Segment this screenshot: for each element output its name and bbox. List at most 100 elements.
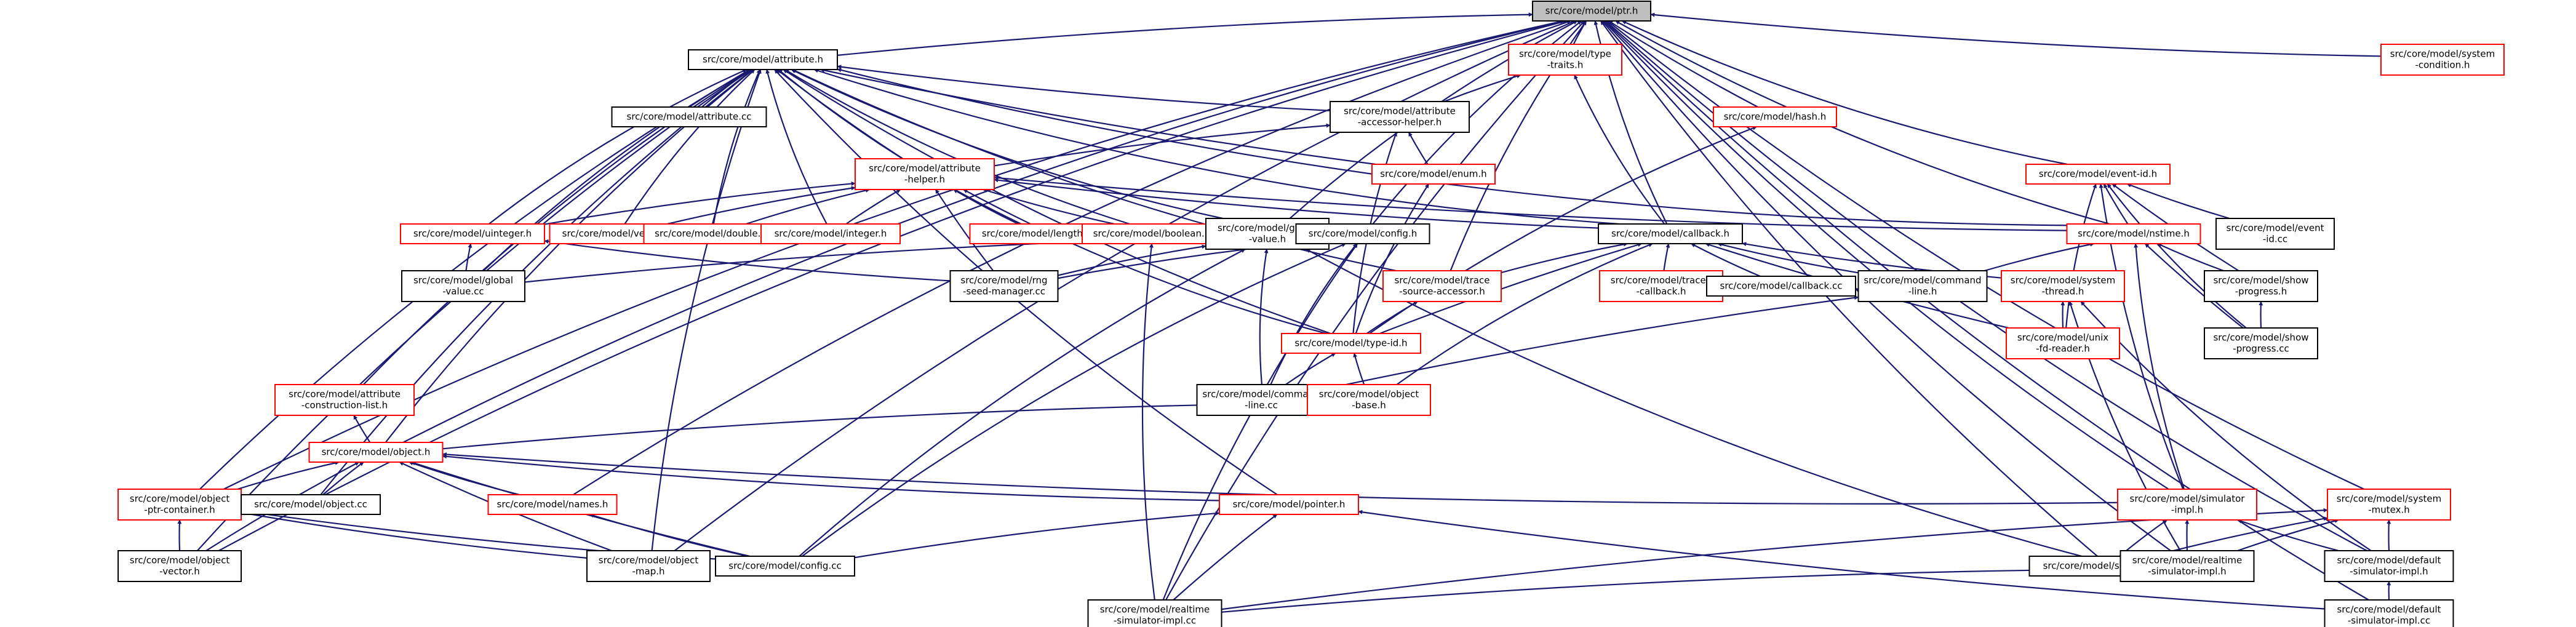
edge-def_sim_impl_h-to-sim_impl (2237, 519, 2339, 552)
node-obj_map[interactable]: src/core/model/object-map.h (586, 550, 711, 582)
edge-simulator_cc-to-ptr (1600, 20, 2098, 557)
node-pointer[interactable]: src/core/model/pointer.h (1219, 494, 1359, 515)
node-label: -thread.h (2042, 286, 2084, 297)
node-uinteger[interactable]: src/core/model/uinteger.h (400, 223, 545, 244)
node-object_h[interactable]: src/core/model/object.h (308, 442, 444, 463)
node-label: src/core/model/unix (2017, 332, 2108, 343)
edge-integer-to-attr_helper (845, 189, 901, 225)
node-cmd_line_h[interactable]: src/core/model/command-line.h (1857, 270, 1988, 302)
node-boolean[interactable]: src/core/model/boolean.h (1082, 223, 1222, 244)
node-def_sim_impl_cc[interactable]: src/core/model/default-simulator-impl.cc (2324, 599, 2454, 627)
node-ptr[interactable]: src/core/model/ptr.h (1532, 1, 1651, 22)
node-label: -simulator-impl.cc (2348, 615, 2430, 626)
node-double[interactable]: src/core/model/double.h (643, 223, 778, 244)
node-rt_sim_impl_cc[interactable]: src/core/model/realtime-simulator-impl.c… (1087, 599, 1222, 627)
node-enum[interactable]: src/core/model/enum.h (1371, 164, 1496, 185)
edge-object_base-to-callback_h (1396, 242, 1653, 385)
node-obj_ptr_cont[interactable]: src/core/model/object-ptr-container.h (118, 489, 242, 521)
node-def_sim_impl_h[interactable]: src/core/model/default-simulator-impl.h (2324, 550, 2454, 582)
edge-obj_ptr_cont-to-object_h (237, 460, 340, 490)
node-sys_cond[interactable]: src/core/model/system-condition.h (2380, 44, 2505, 76)
node-cmd_line_cc[interactable]: src/core/model/command-line.cc (1196, 384, 1326, 416)
edge-accessor_helper-to-type_traits (1443, 74, 1521, 103)
node-traced_cb[interactable]: src/core/model/traced-callback.h (1599, 270, 1723, 302)
node-type_id[interactable]: src/core/model/type-id.h (1281, 333, 1421, 354)
node-sys_thread[interactable]: src/core/model/system-thread.h (2001, 270, 2125, 302)
node-attr_constr[interactable]: src/core/model/attribute-construction-li… (274, 384, 415, 416)
edge-trace_src-to-attribute (792, 69, 1397, 272)
node-label: src/core/model/command (1202, 389, 1320, 400)
edge-boolean-to-attribute (784, 69, 1130, 225)
edge-rt_sim_impl_cc-to-pointer (1173, 514, 1278, 601)
node-box (2324, 599, 2454, 627)
node-config_h[interactable]: src/core/model/config.h (1295, 223, 1430, 244)
file-nodes: src/core/model/ptr.h src/core/model/attri… (118, 1, 2505, 627)
edge-event_id_cc-to-event_id (2126, 183, 2230, 220)
node-box (1371, 164, 1496, 185)
node-box (688, 49, 838, 70)
node-nstime[interactable]: src/core/model/nstime.h (2066, 223, 2201, 244)
node-object_cc[interactable]: src/core/model/object.cc (241, 494, 381, 515)
node-rt_sim_impl_h[interactable]: src/core/model/realtime-simulator-impl.h (2119, 550, 2255, 582)
node-label: -helper.h (904, 174, 945, 185)
edge-type_id-to-attr_helper (963, 189, 1326, 335)
edge-cmd_line_h-to-callback_h (1717, 242, 1859, 274)
node-rng_seed[interactable]: src/core/model/rng-seed-manager.cc (949, 270, 1059, 302)
node-integer[interactable]: src/core/model/integer.h (760, 223, 901, 244)
edge-traced_cb-to-callback_h (1663, 243, 1670, 271)
node-trace_src[interactable]: src/core/model/trace-source-accessor.h (1382, 270, 1502, 302)
node-sys_mutex[interactable]: src/core/model/system-mutex.h (2327, 489, 2451, 521)
node-accessor_helper[interactable]: src/core/model/attribute-accessor-helper… (1330, 101, 1470, 133)
node-box (969, 223, 1104, 244)
node-label: src/core/model/object (130, 493, 230, 505)
node-event_id[interactable]: src/core/model/event-id.h (2025, 164, 2171, 185)
node-show_prog_h[interactable]: src/core/model/show-progress.h (2204, 270, 2318, 302)
node-object_base[interactable]: src/core/model/object-base.h (1307, 384, 1431, 416)
edge-sys_cond-to-ptr (1650, 12, 2382, 57)
node-show_prog_cc[interactable]: src/core/model/show-progress.cc (2204, 327, 2318, 359)
edge-rt_sim_impl_h-to-sys_mutex (2237, 519, 2339, 552)
node-label: src/core/model/enum.h (1380, 169, 1486, 180)
node-label: src/core/model/attribute (1344, 106, 1456, 117)
edge-rt_sim_impl_cc-to-rt_sim_impl_h (1221, 567, 2121, 613)
node-label: src/core/model/names.h (497, 499, 608, 510)
node-global_value_cc[interactable]: src/core/model/global-value.cc (401, 270, 525, 302)
edge-type_id-to-callback_h (1379, 242, 1643, 335)
node-label: src/core/model/integer.h (775, 228, 887, 239)
edge-cmd_line_h-to-nstime (1984, 242, 2095, 272)
edge-attribute-to-ptr (837, 12, 1533, 56)
edge-def_sim_impl_cc-to-pointer (1358, 509, 2325, 610)
node-callback_cc[interactable]: src/core/model/callback.cc (1706, 276, 1856, 297)
node-type_traits[interactable]: src/core/model/type-traits.h (1508, 44, 1622, 76)
node-label: src/core/model/object.cc (254, 499, 367, 510)
edge-vector-to-attr_helper (667, 186, 856, 225)
node-attr_helper[interactable]: src/core/model/attribute-helper.h (855, 158, 995, 190)
node-label: src/core/model/callback.cc (1720, 281, 1843, 292)
node-attribute[interactable]: src/core/model/attribute.h (688, 49, 838, 70)
node-hash[interactable]: src/core/model/hash.h (1713, 106, 1837, 127)
node-event_id_cc[interactable]: src/core/model/event-id.cc (2215, 218, 2335, 250)
node-label: src/core/model/object (599, 555, 699, 566)
node-label: src/core/model/realtime (1100, 604, 1210, 615)
node-obj_vector[interactable]: src/core/model/object-vector.h (118, 550, 242, 582)
node-label: -value.h (1249, 234, 1286, 245)
edge-config_cc-to-config_h (802, 242, 1346, 557)
node-box (715, 556, 855, 577)
node-box (949, 270, 1059, 302)
edge-cmd_line_cc-to-type_id (1285, 353, 1336, 385)
node-config_cc[interactable]: src/core/model/config.cc (715, 556, 855, 577)
node-names[interactable]: src/core/model/names.h (487, 494, 618, 515)
edge-rng_seed-to-uinteger (544, 239, 951, 282)
node-label: -simulator-impl.h (2148, 566, 2226, 577)
node-length[interactable]: src/core/model/length.h (969, 223, 1104, 244)
node-sim_impl[interactable]: src/core/model/simulator-impl.h (2117, 489, 2257, 521)
node-callback_h[interactable]: src/core/model/callback.h (1598, 223, 1743, 244)
node-box (2006, 327, 2120, 359)
node-box (2001, 270, 2125, 302)
edge-cmd_line_cc-to-global_value_h (1259, 249, 1269, 385)
node-box (1713, 106, 1837, 127)
node-box (1706, 276, 1856, 297)
node-unix_fd[interactable]: src/core/model/unix-fd-reader.h (2006, 327, 2120, 359)
node-attribute_cc[interactable]: src/core/model/attribute.cc (611, 106, 767, 127)
edge-obj_map-to-obj_ptr_cont (241, 511, 588, 559)
